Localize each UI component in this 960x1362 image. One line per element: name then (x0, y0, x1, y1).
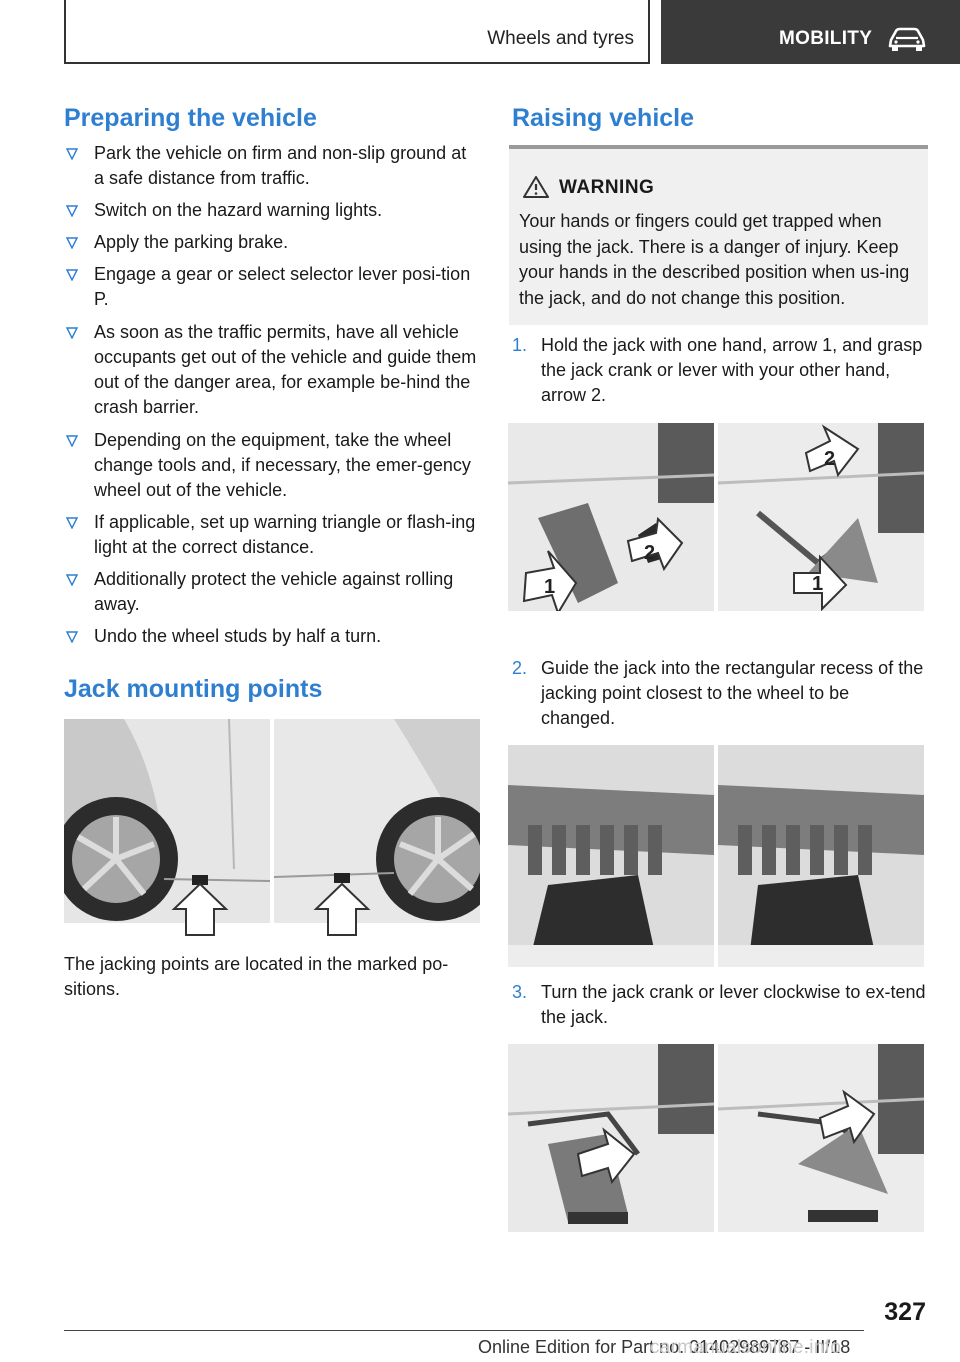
list-item-text: Engage a gear or select selector lever p… (94, 264, 471, 309)
jack-crank-image (508, 1044, 924, 1232)
step-text: Guide the jack into the rectangular rece… (541, 658, 924, 728)
list-item-text: Undo the wheel studs by half a turn. (94, 626, 382, 646)
heading-jack-mounting-points: Jack mounting points (64, 675, 323, 703)
list-item-text: Apply the parking brake. (94, 232, 289, 252)
list-item: As soon as the traffic permits, have all… (64, 320, 480, 420)
warning-title: WARNING (559, 177, 655, 198)
arrow-2-label: 2 (644, 542, 655, 564)
header-frame (64, 0, 650, 64)
arrow-1-label: 1 (544, 576, 555, 598)
car-icon (888, 27, 926, 51)
heading-preparing-vehicle: Preparing the vehicle (64, 104, 317, 132)
step-item: 3. Turn the jack crank or lever clockwis… (512, 980, 928, 1030)
list-item: Apply the parking brake. (64, 230, 480, 255)
step-text: Turn the jack crank or lever clockwise t… (541, 982, 926, 1027)
list-item-text: Park the vehicle on firm and non-slip gr… (94, 143, 467, 188)
chapter-title: MOBILITY (779, 28, 873, 49)
watermark-text: carmanualsonline.info (650, 1337, 842, 1358)
step-number: 3. (512, 982, 528, 1002)
arrow-2-label: 2 (824, 448, 835, 470)
step-item: 1. Hold the jack with one hand, arrow 1,… (512, 333, 928, 408)
footer-divider (64, 1330, 864, 1331)
list-item: If applicable, set up warning triangle o… (64, 510, 480, 560)
warning-box: WARNING Your hands or fingers could get … (509, 145, 928, 325)
list-item-text: If applicable, set up warning triangle o… (94, 512, 476, 557)
page-number: 327 (884, 1298, 926, 1326)
list-item: Additionally protect the vehicle against… (64, 567, 480, 617)
list-item: Switch on the hazard warning lights. (64, 198, 480, 223)
chapter-tab[interactable]: MOBILITY (661, 0, 960, 64)
list-item-text: As soon as the traffic permits, have all… (94, 322, 477, 417)
arrow-1-label: 1 (812, 573, 823, 595)
warning-triangle-icon (523, 176, 549, 198)
warning-text: Your hands or fingers could get trapped … (519, 211, 910, 308)
list-item: Depending on the equipment, take the whe… (64, 428, 480, 503)
step-text: Hold the jack with one hand, arrow 1, an… (541, 335, 923, 405)
step-number: 2. (512, 658, 528, 678)
jack-points-caption: The jacking points are located in the ma… (64, 954, 449, 999)
jack-mounting-points-image (64, 719, 480, 943)
list-item: Park the vehicle on firm and non-slip gr… (64, 141, 480, 191)
list-item: Engage a gear or select selector lever p… (64, 262, 480, 312)
jack-handling-image: 1 2 1 2 (508, 423, 924, 611)
section-title: Wheels and tyres (487, 28, 634, 49)
heading-raising-vehicle: Raising vehicle (512, 104, 695, 132)
step-number: 1. (512, 335, 528, 355)
jack-recess-image (508, 745, 924, 967)
list-item-text: Switch on the hazard warning lights. (94, 200, 383, 220)
list-item-text: Additionally protect the vehicle against… (94, 569, 454, 614)
step-item: 2. Guide the jack into the rectangular r… (512, 656, 928, 731)
list-item-text: Depending on the equipment, take the whe… (94, 430, 471, 500)
edition-text: Online Edition for Part no. 01402989787 … (478, 1337, 851, 1357)
list-item: Undo the wheel studs by half a turn. (64, 624, 480, 649)
